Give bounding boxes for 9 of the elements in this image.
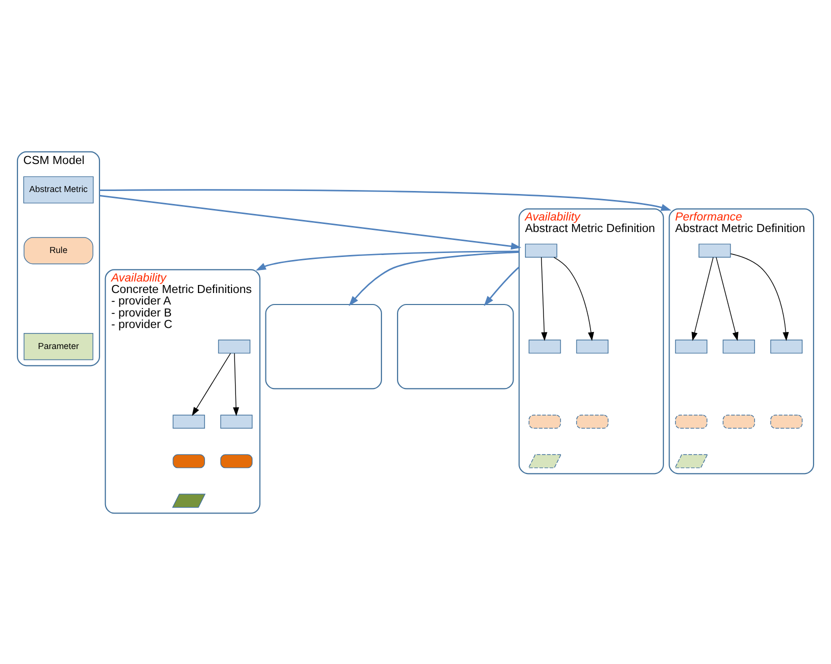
node-label: Abstract Metric Definition [675,222,806,235]
node-label: - provider C [111,318,172,331]
node-label: - provider A [111,294,172,308]
node-label: CSM Model [23,154,84,167]
node-label: - provider B [111,306,172,319]
node-label: Availability [524,210,580,223]
node-label: Abstract Metric Definition [524,222,656,235]
node-label: Availability [111,270,166,284]
node-label: Performance [675,210,742,223]
